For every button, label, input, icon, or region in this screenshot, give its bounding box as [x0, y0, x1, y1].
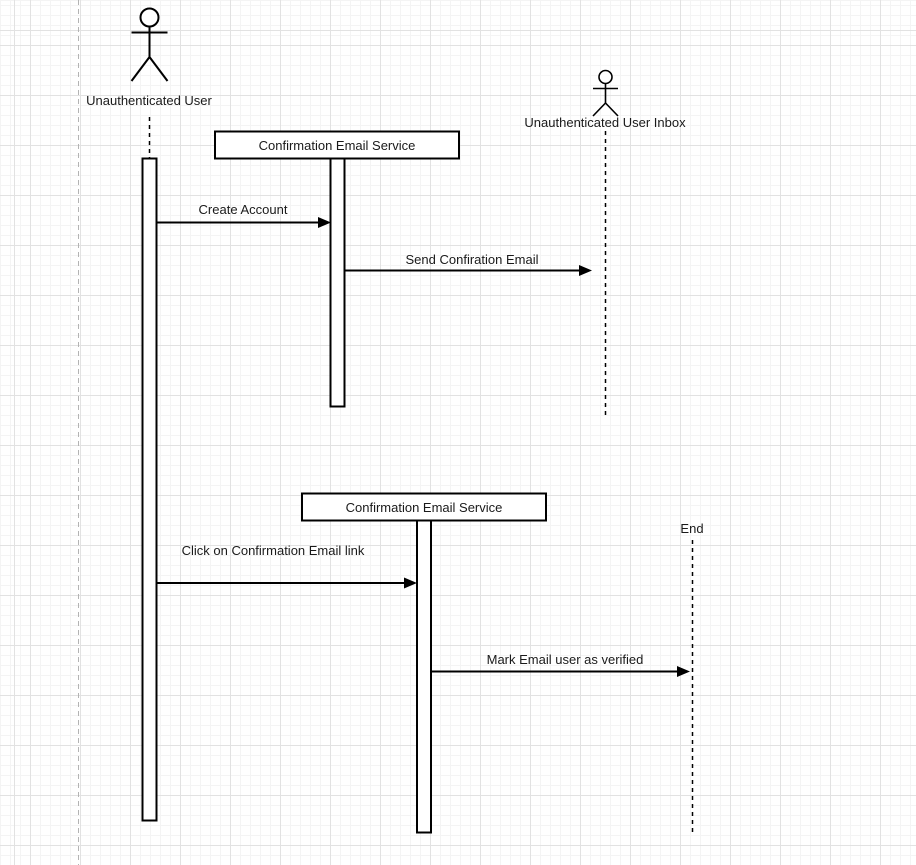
actor-head	[139, 7, 160, 28]
message-arrow-send-confirmation-email[interactable]	[345, 265, 592, 276]
actor-label-unauthenticated-user-inbox: Unauthenticated User Inbox	[524, 115, 686, 130]
actor-unauthenticated-user-figure[interactable]	[130, 7, 169, 82]
message-label-mark-verified: Mark Email user as verified	[486, 652, 644, 667]
activation-bar-service-2[interactable]	[416, 519, 432, 834]
message-arrow-mark-verified[interactable]	[431, 666, 690, 677]
message-label-send-confirmation-email: Send Confiration Email	[405, 252, 539, 267]
activation-bar-service-1[interactable]	[329, 157, 346, 408]
actor-unauthenticated-user-inbox-figure[interactable]	[592, 69, 619, 117]
actor-leg-left	[592, 102, 607, 117]
arrowhead	[579, 265, 592, 276]
arrowhead	[318, 217, 331, 228]
activation-bar-user[interactable]	[141, 157, 158, 822]
actor-head	[598, 69, 613, 85]
actor-leg-right	[148, 56, 169, 82]
actor-leg-left	[130, 56, 151, 82]
participant-label-confirmation-email-service-1: Confirmation Email Service	[258, 138, 416, 153]
participant-box-confirmation-email-service-1[interactable]	[214, 130, 460, 160]
participant-box-confirmation-email-service-2[interactable]	[301, 492, 547, 522]
actor-label-unauthenticated-user: Unauthenticated User	[86, 93, 212, 108]
message-label-create-account: Create Account	[198, 202, 288, 217]
arrowhead	[404, 577, 417, 589]
arrowhead	[677, 666, 690, 677]
endpoint-label-end: End	[680, 521, 704, 536]
actor-leg-right	[604, 102, 619, 117]
message-label-click-confirmation-link: Click on Confirmation Email link	[181, 543, 365, 558]
participant-label-confirmation-email-service-2: Confirmation Email Service	[345, 500, 503, 515]
message-arrow-click-confirmation-link[interactable]	[157, 577, 417, 589]
message-arrow-create-account[interactable]	[157, 217, 331, 228]
